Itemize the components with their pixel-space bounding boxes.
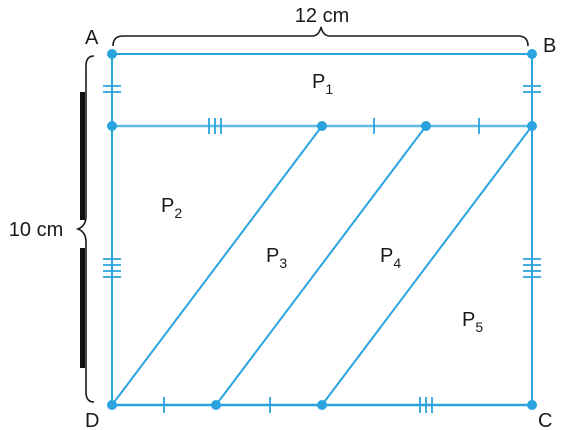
region-label-p1: P1 [312,71,333,97]
slant-line-3 [321,125,533,406]
double-tick-right [523,85,541,93]
vertex-label-b: B [543,35,556,57]
point-inner-right [527,121,537,131]
region-label-p2: P2 [161,195,182,221]
region-label-p4: P4 [380,245,401,271]
points [107,49,537,410]
vertex-label-c: C [538,410,552,430]
point-d [107,400,117,410]
left-dimension-bar-upper [80,92,85,220]
vertex-label-d: D [85,410,99,430]
triple-tick-bottom [419,397,433,413]
quad-tick-left [103,258,121,278]
slant-line-2 [215,125,427,406]
rectangle-abcd [111,53,533,406]
point-b [527,49,537,59]
left-dimension-bar-lower [80,248,85,368]
region-label-p5: P5 [462,309,483,335]
point-c [527,400,537,410]
point-a [107,49,117,59]
point-inner-2 [421,121,431,131]
triple-tick-inner [208,118,222,134]
top-dimension-label: 12 cm [295,5,349,27]
point-bottom-2 [317,400,327,410]
region-label-p3: P3 [266,245,287,271]
double-tick-left [103,85,121,93]
quad-tick-right [523,258,541,278]
point-inner-left [107,121,117,131]
slant-line-1 [111,125,323,406]
point-bottom-1 [211,400,221,410]
vertex-label-a: A [85,27,99,49]
top-dimension-brace [112,26,529,47]
left-dimension-brace [75,55,95,403]
point-inner-1 [317,121,327,131]
left-dimension-label: 10 cm [9,219,63,241]
